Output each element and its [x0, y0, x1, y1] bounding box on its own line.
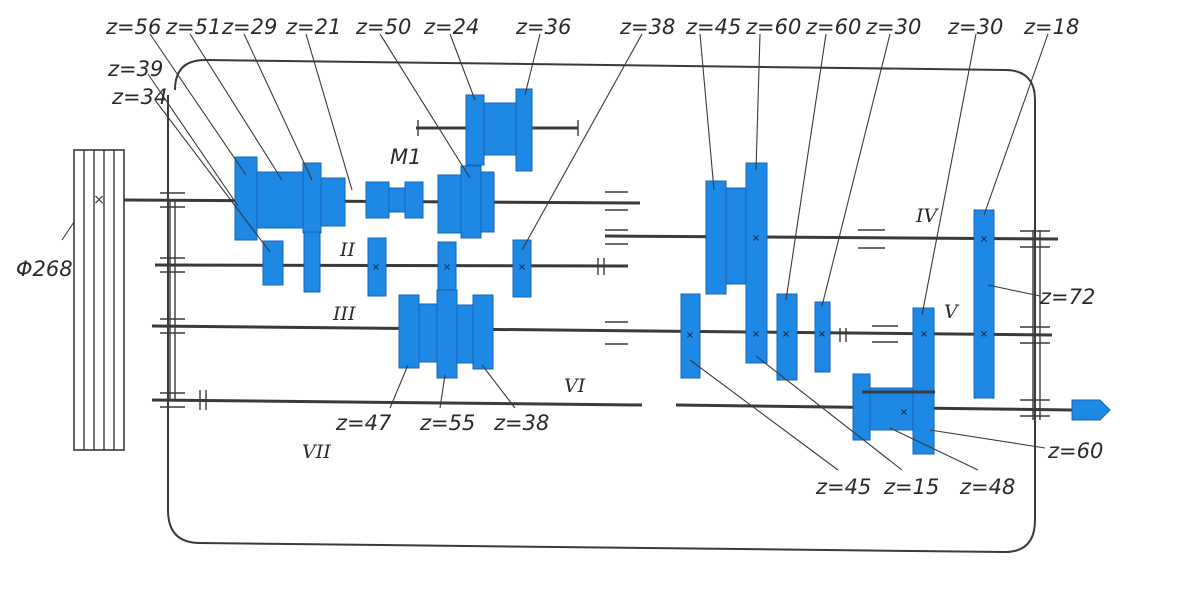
label-z51: z=51: [165, 15, 221, 39]
shaft-label-VII: VII: [302, 441, 331, 463]
label-z48: z=48: [959, 475, 1015, 499]
svg-text:×: ×: [93, 192, 105, 208]
label-z38-bottom: z=38: [493, 411, 549, 435]
shaft-label-II: II: [339, 239, 356, 261]
gear-z55-b: [456, 304, 474, 364]
svg-text:×: ×: [752, 233, 760, 244]
gear-M1-right: [404, 181, 424, 219]
label-z56: z=56: [105, 15, 161, 39]
gear-center-marks: × × × × × × × × × × × ×: [372, 233, 988, 418]
gear-z50: [437, 174, 462, 234]
label-z38-top: z=38: [619, 15, 675, 39]
svg-text:×: ×: [818, 329, 826, 340]
gears: [234, 88, 995, 455]
gear-z18-z72: [973, 209, 995, 399]
gear-M1-center: [388, 187, 406, 213]
clutch-label: M1: [390, 145, 421, 169]
gear-z47-b: [418, 303, 438, 363]
gear-z50-c: [480, 171, 495, 233]
label-z72: z=72: [1039, 285, 1095, 309]
gear-z38-top: [512, 239, 532, 298]
svg-text:×: ×: [443, 262, 451, 273]
label-z21: z=21: [285, 15, 341, 39]
gear-z48: [852, 373, 871, 441]
svg-text:×: ×: [900, 407, 908, 418]
drive-pulley: ×: [61, 149, 125, 451]
gear-z45-low: [680, 293, 701, 379]
gear-M1-left: [365, 181, 390, 219]
shaft-II-left: [154, 263, 629, 268]
leader-lines: [147, 33, 1049, 471]
output-shaft-end: [1071, 399, 1111, 421]
gear-z39: [262, 240, 284, 286]
gear-z51: [256, 171, 306, 229]
label-z30-a: z=30: [865, 15, 921, 39]
label-z47: z=47: [335, 411, 392, 435]
shaft-III: [151, 324, 1053, 337]
label-z18: z=18: [1023, 15, 1079, 39]
label-z24: z=24: [423, 15, 479, 39]
gear-z55: [436, 289, 458, 379]
gear-z21: [320, 177, 346, 227]
shaft-label-IV: IV: [915, 205, 940, 227]
gear-z56: [234, 156, 258, 241]
svg-text:×: ×: [920, 329, 928, 340]
gear-z45-top: [705, 180, 727, 295]
gear-z36-a: [483, 102, 517, 156]
svg-text:×: ×: [980, 329, 988, 340]
gearbox-housing: [167, 58, 1036, 554]
label-z45-bottom: z=45: [815, 475, 871, 499]
gear-z38: [472, 294, 494, 370]
label-z30-b: z=30: [947, 15, 1003, 39]
label-z34: z=34: [111, 85, 167, 109]
label-z60-right: z=60: [1047, 439, 1103, 463]
svg-text:×: ×: [518, 262, 526, 273]
gear-z45-top-b: [725, 187, 747, 285]
gear-z29: [302, 162, 322, 234]
shaft-label-III: III: [332, 303, 356, 325]
label-z39: z=39: [107, 57, 163, 81]
shaft-label-VI: VI: [564, 375, 586, 397]
label-z60-b: z=60: [805, 15, 861, 39]
label-z36: z=36: [515, 15, 571, 39]
label-z55: z=55: [419, 411, 475, 435]
label-z45-top: z=45: [685, 15, 741, 39]
pulley-diameter-label: Φ268: [16, 257, 73, 281]
svg-text:×: ×: [782, 329, 790, 340]
gear-z50-b: [460, 165, 482, 239]
gear-z36: [515, 88, 533, 172]
svg-text:×: ×: [372, 262, 380, 273]
label-z50: z=50: [355, 15, 411, 39]
svg-text:×: ×: [752, 329, 760, 340]
shaft-label-V: V: [944, 301, 960, 323]
gear-z24: [465, 94, 485, 166]
svg-text:×: ×: [980, 234, 988, 245]
svg-text:×: ×: [686, 330, 694, 341]
label-z60-a: z=60: [745, 15, 801, 39]
shaft-VI-left: [151, 398, 643, 407]
gear-II-a: [367, 237, 387, 297]
gear-z47: [398, 294, 420, 369]
label-z29: z=29: [221, 15, 277, 39]
label-z15: z=15: [883, 475, 939, 499]
gear-z34: [303, 231, 321, 293]
